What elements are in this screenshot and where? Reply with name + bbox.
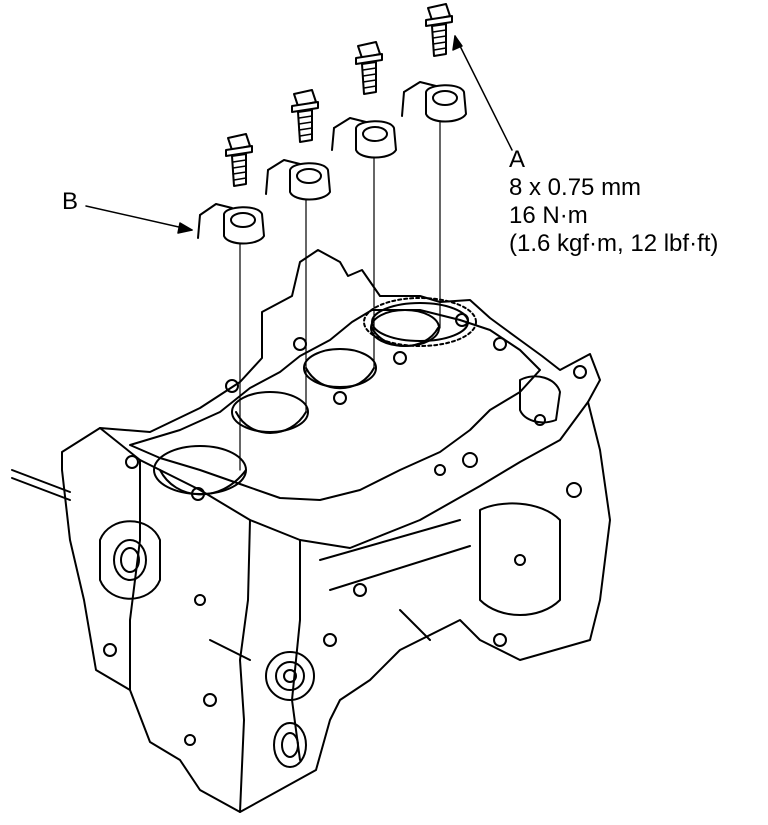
leader-b <box>85 205 193 234</box>
bolt-icon <box>225 3 453 187</box>
callout-a-spec-torque-alt: (1.6 kgf·m, 12 lbf·ft) <box>509 230 719 257</box>
bracket-icon <box>197 81 467 245</box>
callout-a-spec-size: 8 x 0.75 mm <box>509 174 642 201</box>
leader-a <box>452 35 513 151</box>
engine-block-icon <box>11 249 611 813</box>
callout-b-letter: B <box>62 188 79 215</box>
callout-a-letter: A <box>509 146 526 173</box>
alignment-lines <box>239 121 441 471</box>
callout-a-spec-torque: 16 N·m <box>509 202 588 229</box>
